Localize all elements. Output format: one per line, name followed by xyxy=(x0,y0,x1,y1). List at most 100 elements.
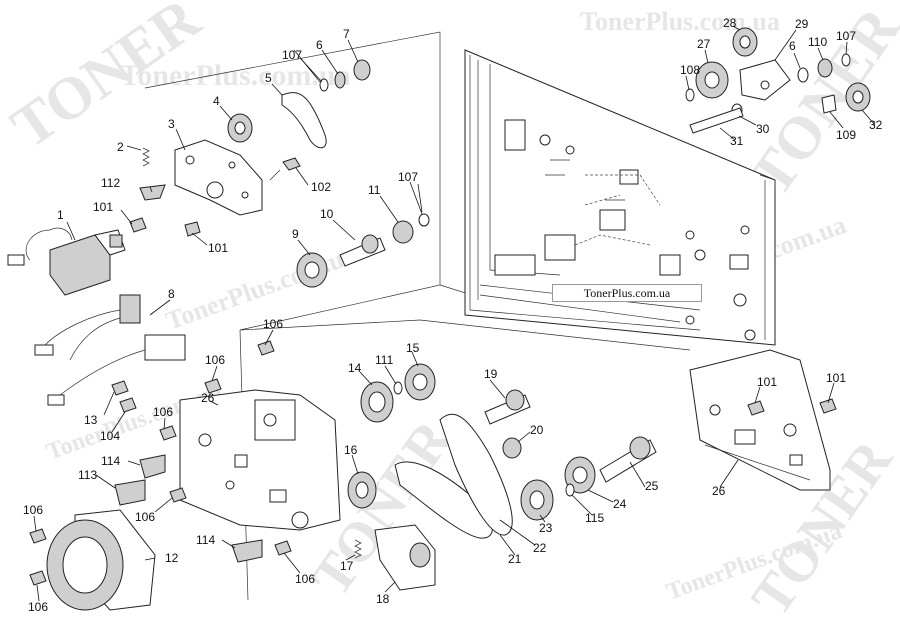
callout-7: 7 xyxy=(343,27,350,41)
callout-2: 2 xyxy=(117,140,124,154)
callout-106: 106 xyxy=(263,317,283,331)
callout-20: 20 xyxy=(530,423,544,437)
callout-6: 6 xyxy=(316,38,323,52)
callout-25: 25 xyxy=(645,479,659,493)
part-pulley-14 xyxy=(360,381,394,423)
part-gear-9 xyxy=(296,252,328,288)
part-bushing-20 xyxy=(502,437,522,459)
callout-112: 112 xyxy=(101,176,120,190)
callout-6: 6 xyxy=(789,39,796,53)
part-screw-104 xyxy=(119,397,137,413)
callout-17: 17 xyxy=(340,559,354,573)
callout-106: 106 xyxy=(153,405,173,419)
callout-labels: 1 2 3 4 5 6 6 7 8 9 10 11 12 13 14 15 16… xyxy=(23,16,883,614)
callout-106: 106 xyxy=(135,510,155,524)
part-screw-101c xyxy=(747,400,765,416)
part-ring-111 xyxy=(393,381,403,395)
callout-110: 110 xyxy=(808,35,827,49)
part-bracket-29 xyxy=(739,59,791,101)
callout-107: 107 xyxy=(836,29,856,43)
callout-111: 111 xyxy=(375,353,394,367)
part-screw-106e xyxy=(274,540,292,556)
callout-101: 101 xyxy=(208,241,228,255)
callout-12: 12 xyxy=(165,551,179,565)
part-washer-stack-top xyxy=(319,59,371,92)
part-screw-101a xyxy=(129,217,147,233)
callout-27: 27 xyxy=(697,37,711,51)
part-harness-8 xyxy=(34,294,186,406)
callout-14: 14 xyxy=(348,361,362,375)
callout-109: 109 xyxy=(836,128,856,142)
callout-9: 9 xyxy=(292,227,299,241)
part-screw-106d xyxy=(169,487,187,503)
callout-16: 16 xyxy=(344,443,358,457)
callout-106: 106 xyxy=(205,353,225,367)
callout-1: 1 xyxy=(57,208,64,222)
part-screw-106f xyxy=(29,528,47,544)
part-screw-13 xyxy=(111,380,129,396)
callout-3: 3 xyxy=(168,117,175,131)
part-bracket-motor xyxy=(174,139,263,216)
callout-114: 114 xyxy=(196,533,215,547)
callout-19: 19 xyxy=(484,367,498,381)
part-pulley-16 xyxy=(347,471,377,509)
callout-102: 102 xyxy=(311,180,331,194)
callout-15: 15 xyxy=(406,341,420,355)
part-pulley-23 xyxy=(520,479,554,521)
site-label: TonerPlus.com.ua xyxy=(552,284,702,302)
callout-4: 4 xyxy=(213,94,220,108)
main-frame xyxy=(464,49,776,346)
callout-101: 101 xyxy=(826,371,846,385)
watermark-text: TonerPlus.com.ua xyxy=(120,59,351,92)
part-ring-115 xyxy=(565,483,575,497)
callout-10: 10 xyxy=(320,207,334,221)
part-bracket-26-right xyxy=(689,349,831,491)
callout-8: 8 xyxy=(168,287,175,301)
callout-23: 23 xyxy=(539,521,553,535)
part-ring-107-right xyxy=(841,53,851,67)
callout-22: 22 xyxy=(533,541,547,555)
callout-101: 101 xyxy=(757,375,777,389)
callout-13: 13 xyxy=(84,413,98,427)
part-clamp-114b xyxy=(231,539,263,563)
part-spring-17 xyxy=(354,539,362,559)
callout-26: 26 xyxy=(712,484,726,498)
callout-29: 29 xyxy=(795,17,809,31)
part-shaft-19 xyxy=(484,389,531,425)
part-pulley-4 xyxy=(227,113,253,143)
part-bushing-110 xyxy=(817,58,833,78)
watermark-text: TonerPlus.com.ua xyxy=(162,240,360,336)
part-shaft-25 xyxy=(599,436,657,483)
part-gear-11 xyxy=(392,213,430,244)
part-screw-106c xyxy=(159,425,177,441)
callout-31: 31 xyxy=(730,134,744,148)
part-shaft-10 xyxy=(339,234,386,267)
part-clip-109 xyxy=(821,94,837,114)
callout-32: 32 xyxy=(869,118,883,132)
callout-24: 24 xyxy=(613,497,627,511)
part-gear-27 xyxy=(695,61,729,99)
part-shaft-31 xyxy=(689,107,744,134)
callout-107: 107 xyxy=(282,48,302,62)
callout-28: 28 xyxy=(723,16,737,30)
callout-101: 101 xyxy=(93,200,113,214)
callout-5: 5 xyxy=(265,71,272,85)
part-gear-28 xyxy=(732,27,758,57)
callout-106: 106 xyxy=(23,503,43,517)
callout-113: 113 xyxy=(78,468,97,482)
part-motor-12 xyxy=(46,509,156,611)
callout-107: 107 xyxy=(398,170,418,184)
part-clamp-113 xyxy=(114,479,146,506)
part-screw-106g xyxy=(29,570,47,586)
callout-115: 115 xyxy=(585,511,604,525)
callout-114: 114 xyxy=(101,454,120,468)
callout-106: 106 xyxy=(28,600,48,614)
part-tensioner-18 xyxy=(374,524,436,591)
part-spring xyxy=(142,147,150,167)
callout-18: 18 xyxy=(376,592,390,606)
callout-104: 104 xyxy=(100,429,120,443)
part-motor xyxy=(7,227,126,296)
part-clamp-114a xyxy=(139,454,166,479)
leader-lines xyxy=(33,25,876,602)
